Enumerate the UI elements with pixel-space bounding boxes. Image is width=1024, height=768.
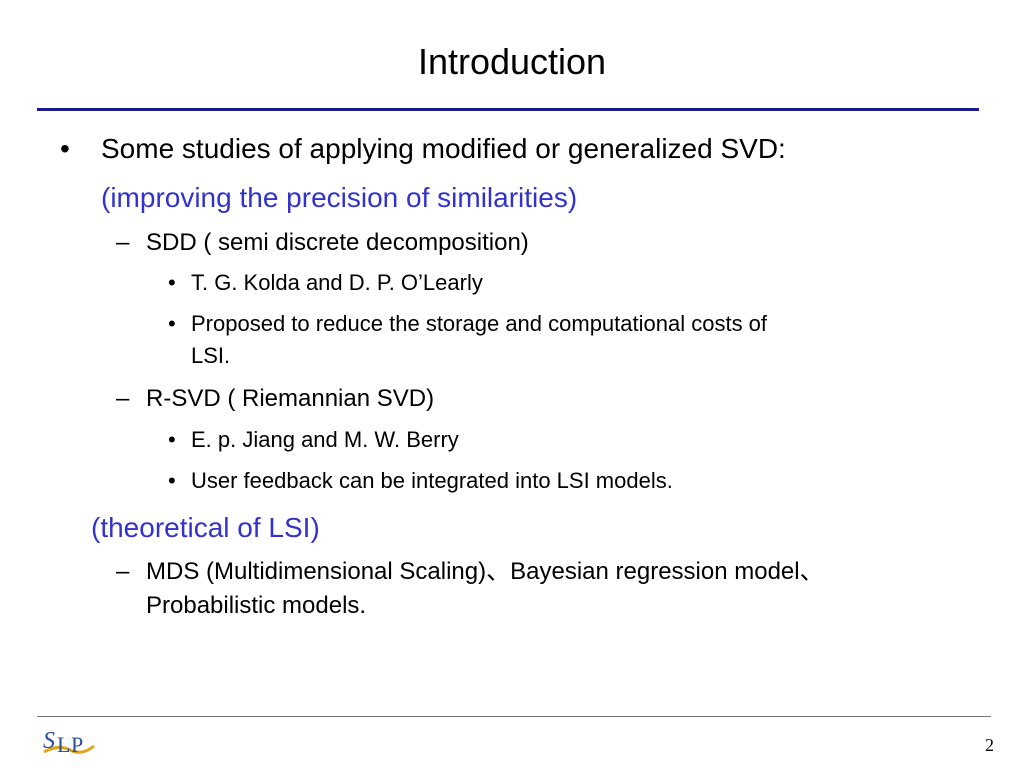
svg-text:S: S bbox=[43, 728, 55, 754]
bullet-marker: • bbox=[168, 311, 176, 336]
bullet-rsvd-desc: User feedback can be integrated into LSI… bbox=[191, 468, 673, 493]
slide-title: Introduction bbox=[417, 41, 607, 82]
bullet-svd-studies: Some studies of applying modified or gen… bbox=[101, 133, 786, 164]
title-divider bbox=[37, 108, 979, 111]
svg-text:L: L bbox=[57, 732, 70, 757]
bullet-marker: • bbox=[168, 427, 176, 452]
bullet-marker: • bbox=[168, 468, 176, 493]
footer-divider bbox=[37, 716, 991, 717]
bullet-sdd: SDD ( semi discrete decomposition) bbox=[146, 229, 529, 256]
bullet-marker: • bbox=[60, 133, 70, 164]
slp-logo-icon: S L P bbox=[43, 728, 95, 757]
dash-marker: – bbox=[116, 385, 130, 412]
note-theoretical: (theoretical of LSI) bbox=[91, 512, 320, 543]
bullet-marker: • bbox=[168, 270, 176, 295]
bullet-sdd-desc-line1: Proposed to reduce the storage and compu… bbox=[191, 311, 768, 336]
bullet-mds-line2: Probabilistic models. bbox=[146, 592, 367, 619]
slide-body: • Some studies of applying modified or g… bbox=[60, 133, 824, 619]
bullet-sdd-authors: T. G. Kolda and D. P. O’Learly bbox=[191, 270, 483, 295]
svg-text:P: P bbox=[71, 732, 83, 757]
bullet-rsvd-authors: E. p. Jiang and M. W. Berry bbox=[191, 427, 459, 452]
bullet-rsvd: R-SVD ( Riemannian SVD) bbox=[146, 385, 435, 412]
dash-marker: – bbox=[116, 229, 130, 256]
bullet-mds-line1: MDS (Multidimensional Scaling)、Bayesian … bbox=[146, 558, 824, 585]
note-precision: (improving the precision of similarities… bbox=[101, 182, 578, 213]
page-number: 2 bbox=[985, 735, 994, 755]
dash-marker: – bbox=[116, 558, 130, 585]
bullet-sdd-desc-line2: LSI. bbox=[191, 343, 231, 368]
